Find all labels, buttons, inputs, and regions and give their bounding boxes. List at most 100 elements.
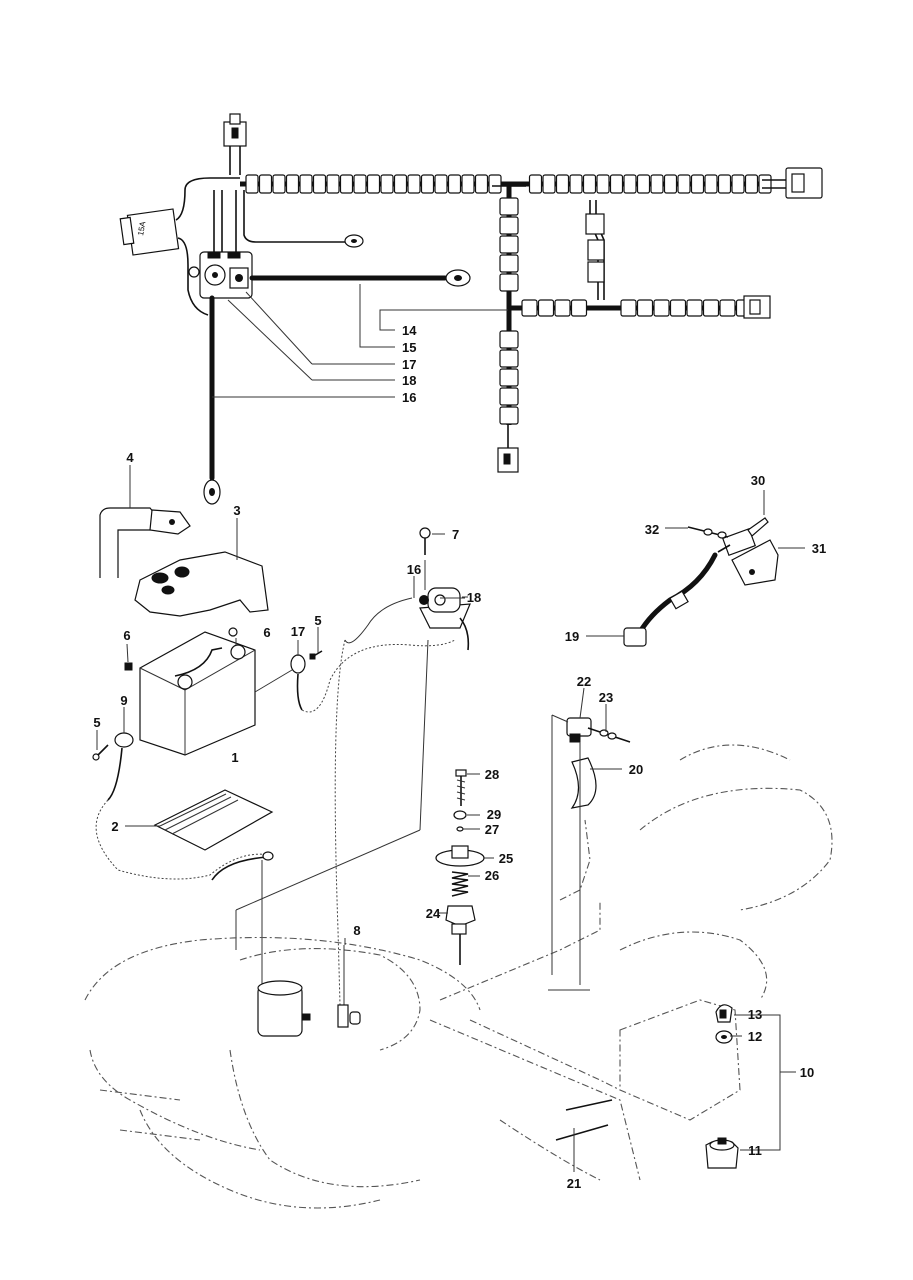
sleeve-segment — [555, 174, 570, 194]
sleeve-segment — [299, 174, 313, 194]
callout-9: 9 — [120, 693, 127, 708]
plate-25 — [435, 845, 485, 867]
battery-nut-6b — [228, 627, 238, 637]
sleeve-segment — [537, 299, 555, 317]
sleeve-segment — [499, 368, 519, 387]
battery-cable-positive — [254, 654, 306, 711]
sleeve-segment — [569, 174, 583, 194]
knob-13 — [715, 1004, 733, 1023]
sleeve-segment — [447, 174, 462, 194]
harness-bottom-connector — [497, 425, 519, 473]
callout-8: 8 — [353, 923, 360, 938]
callout-16-lower: 16 — [407, 562, 421, 577]
callout-29: 29 — [487, 807, 501, 822]
callout-1: 1 — [231, 750, 238, 765]
sleeve-segment — [758, 174, 772, 194]
sleeve-segment — [499, 330, 519, 349]
sleeve-segment — [717, 174, 732, 194]
sleeve-segment — [677, 174, 691, 194]
sleeve-segment — [339, 174, 354, 194]
callout-16-upper: 16 — [402, 390, 416, 405]
callout-31: 31 — [812, 541, 826, 556]
callout-3: 3 — [233, 503, 240, 518]
harness-sleeve-main — [240, 174, 772, 194]
callout-24: 24 — [426, 906, 441, 921]
callout-23: 23 — [599, 690, 613, 705]
relay-label: 15A — [136, 220, 147, 236]
callout-4: 4 — [126, 450, 134, 465]
junction-block — [188, 251, 253, 299]
clip-27 — [456, 826, 464, 832]
switch-terminals — [687, 526, 729, 539]
switch-22 — [566, 717, 592, 743]
callout-18-upper: 18 — [402, 373, 416, 388]
sleeve-segment — [420, 174, 435, 194]
screw-28 — [455, 769, 467, 806]
harness-leaders — [212, 284, 508, 398]
harness-right-connector — [762, 167, 823, 199]
sleeve-segment — [312, 174, 327, 194]
sleeve-segment — [474, 174, 489, 194]
sleeve-segment — [686, 299, 703, 317]
sleeve-segment — [702, 299, 720, 317]
sleeve-segment — [744, 174, 759, 194]
sleeve-segment — [499, 387, 519, 406]
wire-23 — [587, 727, 631, 743]
sleeve-segment — [623, 174, 637, 194]
sleeve-segment — [499, 406, 519, 425]
battery-screw-5b — [309, 650, 323, 660]
solenoid — [419, 587, 471, 651]
sleeve-segment — [407, 174, 421, 194]
sleeve-segment — [620, 299, 637, 317]
battery-hold-down-bracket — [99, 507, 191, 578]
callout-5-right: 5 — [314, 613, 321, 628]
sleeve-segment — [245, 174, 259, 194]
callout-10: 10 — [800, 1065, 814, 1080]
bracket-20 — [570, 757, 597, 809]
sleeve-segment — [353, 174, 367, 194]
callout-19: 19 — [565, 629, 579, 644]
sleeve-segment — [704, 174, 718, 194]
sleeve-segment — [582, 174, 597, 194]
callout-6-left: 6 — [123, 628, 130, 643]
engine-coil — [257, 980, 311, 1037]
mower-chassis — [84, 714, 833, 1209]
sleeve-segment — [650, 174, 664, 194]
callout-leaders — [96, 465, 805, 1172]
sleeve-segment — [285, 174, 300, 194]
callout-32: 32 — [645, 522, 659, 537]
sleeve-segment — [636, 174, 651, 194]
switch-harness — [623, 544, 731, 647]
sleeve-segment — [690, 174, 705, 194]
callout-20: 20 — [629, 762, 643, 777]
callout-6-right: 6 — [263, 625, 270, 640]
sleeve-segment — [272, 174, 286, 194]
switch-24 — [445, 905, 476, 965]
solenoid-screw — [419, 527, 431, 555]
bracket-10-group — [730, 1014, 796, 1151]
callout-7: 7 — [452, 527, 459, 542]
battery-cover — [134, 551, 269, 617]
ring-terminal-bottom — [203, 479, 221, 505]
callout-11: 11 — [748, 1143, 762, 1158]
battery — [139, 631, 256, 756]
knob-11 — [705, 1137, 739, 1169]
washer-29 — [453, 810, 467, 820]
nut-12 — [715, 1030, 733, 1044]
callout-25: 25 — [499, 851, 513, 866]
sleeve-segment — [596, 174, 610, 194]
sleeve-segment — [570, 299, 588, 317]
battery-cable-negative — [107, 732, 134, 801]
sleeve-segment — [653, 299, 670, 317]
wire-21 — [555, 1099, 613, 1141]
callout-21: 21 — [567, 1176, 581, 1191]
callout-27: 27 — [485, 822, 499, 837]
harness-right-lower-connector — [743, 295, 771, 319]
wire-8 — [337, 945, 361, 1028]
callout-17-upper: 17 — [402, 357, 416, 372]
sleeve-segment — [366, 174, 381, 194]
sleeve-segment — [669, 299, 687, 317]
sleeve-segment — [521, 299, 538, 317]
callout-28: 28 — [485, 767, 499, 782]
sleeve-segment — [719, 299, 736, 317]
